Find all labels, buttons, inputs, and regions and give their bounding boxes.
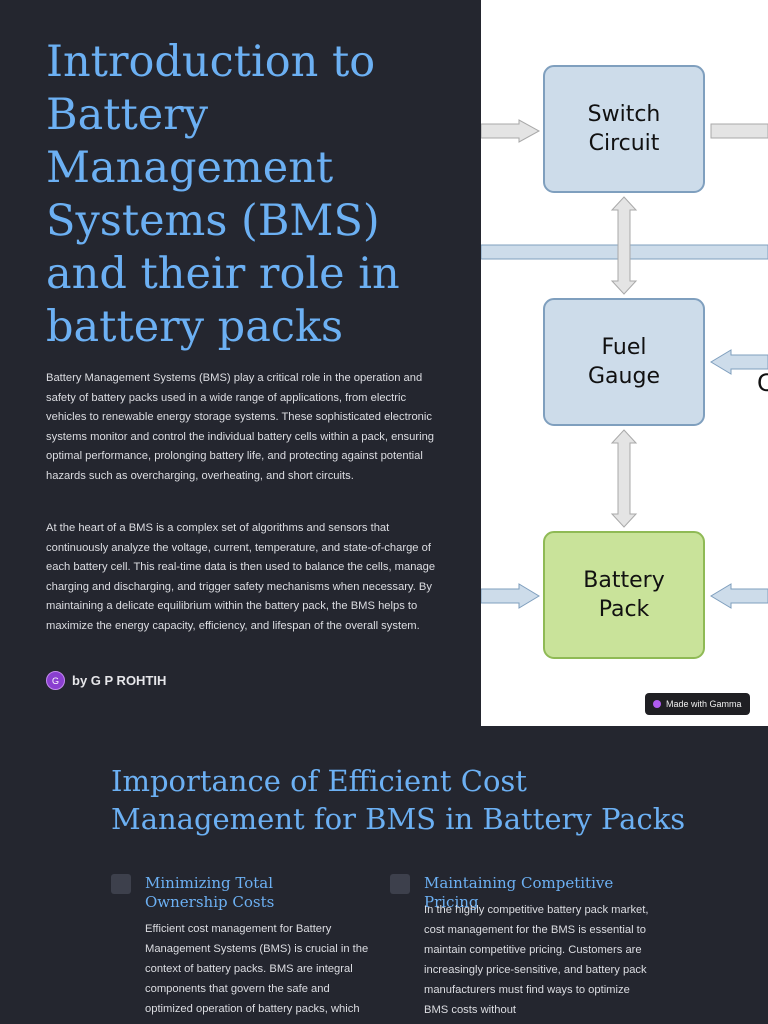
intro-paragraph-2: At the heart of a BMS is a complex set o… — [46, 522, 436, 632]
card-heading: Minimizing Total Ownership Costs — [145, 874, 275, 911]
checkbox-icon — [390, 874, 410, 894]
intro-slide: Introduction to Battery Management Syste… — [46, 0, 768, 726]
author-line: G by G P ROHTIH — [46, 671, 166, 690]
arrow-switch-fuel — [610, 196, 638, 295]
made-with-gamma-badge[interactable]: Made with Gamma — [645, 693, 750, 715]
checkbox-icon — [111, 874, 131, 894]
battery-pack-label: Battery Pack — [583, 568, 665, 622]
arrow-out-switch-circuit — [710, 123, 768, 139]
intro-paragraph-1: Battery Management Systems (BMS) play a … — [46, 372, 435, 482]
fuel-gauge-box: Fuel Gauge — [543, 298, 705, 426]
switch-circuit-label: Switch Circuit — [587, 102, 661, 156]
arrow-into-fuel-gauge — [710, 349, 768, 375]
author-name: by G P ROHTIH — [72, 673, 167, 688]
arrow-into-battery-pack-right — [710, 583, 768, 609]
arrow-into-battery-pack-left — [481, 583, 540, 609]
bms-diagram: Switch Circuit Fuel Gauge Battery Pack C — [481, 0, 768, 726]
card-body: In the highly competitive battery pack m… — [424, 904, 649, 1016]
battery-pack-box: Battery Pack — [543, 531, 705, 659]
page-title: Introduction to Battery Management Syste… — [46, 37, 400, 352]
diagram-arrows — [481, 119, 768, 609]
fuel-gauge-label: Fuel Gauge — [588, 335, 660, 389]
card-body: Efficient cost management for Battery Ma… — [145, 923, 369, 1015]
arrow-into-switch-circuit — [481, 119, 541, 143]
switch-circuit-box: Switch Circuit — [543, 65, 705, 193]
section-title: Importance of Efficient Cost Management … — [111, 764, 686, 836]
card-heading: Maintaining Competitive Pricing — [424, 874, 614, 911]
gamma-logo-icon — [653, 700, 661, 708]
avatar: G — [46, 671, 65, 690]
badge-label: Made with Gamma — [666, 699, 742, 709]
arrow-fuel-battery — [610, 429, 638, 528]
cut-off-label: C — [757, 369, 768, 397]
